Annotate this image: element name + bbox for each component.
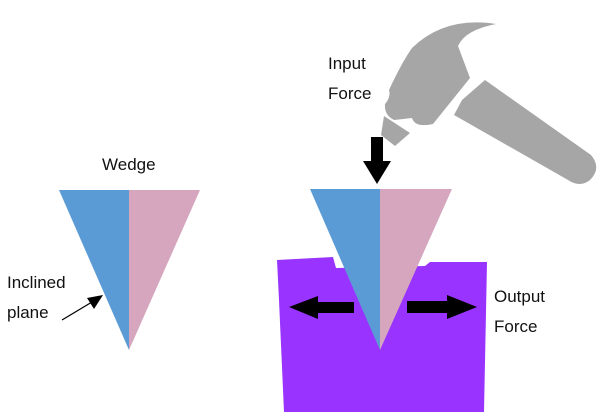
input-force-line-2: Force — [328, 84, 372, 103]
wedge-label-text: Wedge — [102, 155, 156, 174]
output-force-line-1: Output — [494, 287, 546, 306]
hammer-icon — [381, 22, 597, 184]
driven-wedge-right-half — [380, 189, 452, 350]
wedge-label: Wedge — [102, 150, 156, 180]
inclined-plane-line-2: plane — [7, 303, 49, 322]
wedge-left-half — [59, 190, 129, 350]
output-force-line-2: Force — [494, 317, 538, 336]
inclined-plane-pointer — [61, 295, 103, 321]
arrow-left-icon — [289, 296, 354, 319]
output-force-label: Output Force — [494, 282, 545, 342]
arrow-down-icon — [363, 137, 391, 184]
input-force-label: Input Force — [328, 49, 371, 109]
arrow-right-icon — [407, 295, 477, 319]
input-force-line-1: Input — [328, 54, 366, 73]
inclined-plane-line-1: Inclined — [7, 273, 66, 292]
wedge-right-half — [129, 190, 200, 350]
standalone-wedge — [59, 190, 200, 350]
driven-wedge-left-half — [310, 189, 380, 350]
driven-wedge — [310, 189, 452, 350]
inclined-plane-label: Inclined plane — [7, 268, 66, 328]
